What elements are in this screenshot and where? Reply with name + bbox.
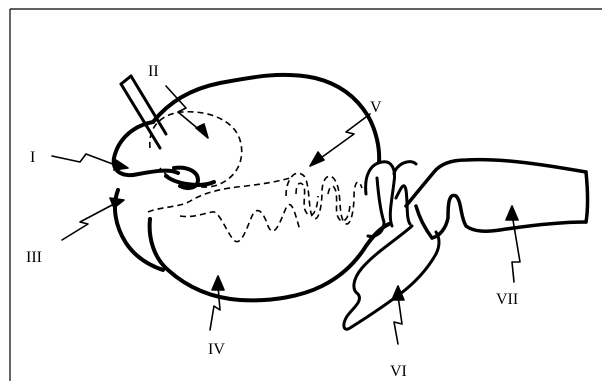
label-ii: II: [148, 63, 159, 80]
internal-dashed-lines: [148, 112, 362, 242]
label-i: I: [30, 149, 35, 166]
label-vii: VII: [496, 291, 518, 308]
stomach-outline: [114, 75, 389, 301]
label-v: V: [370, 99, 382, 116]
appendage: [344, 226, 439, 329]
intestinal-loops: [366, 162, 416, 237]
label-iv: IV: [208, 341, 225, 358]
leader-arrows: [52, 86, 520, 344]
label-vi: VI: [390, 363, 407, 380]
intestine-segment: [406, 160, 588, 238]
label-iii: III: [26, 249, 42, 266]
